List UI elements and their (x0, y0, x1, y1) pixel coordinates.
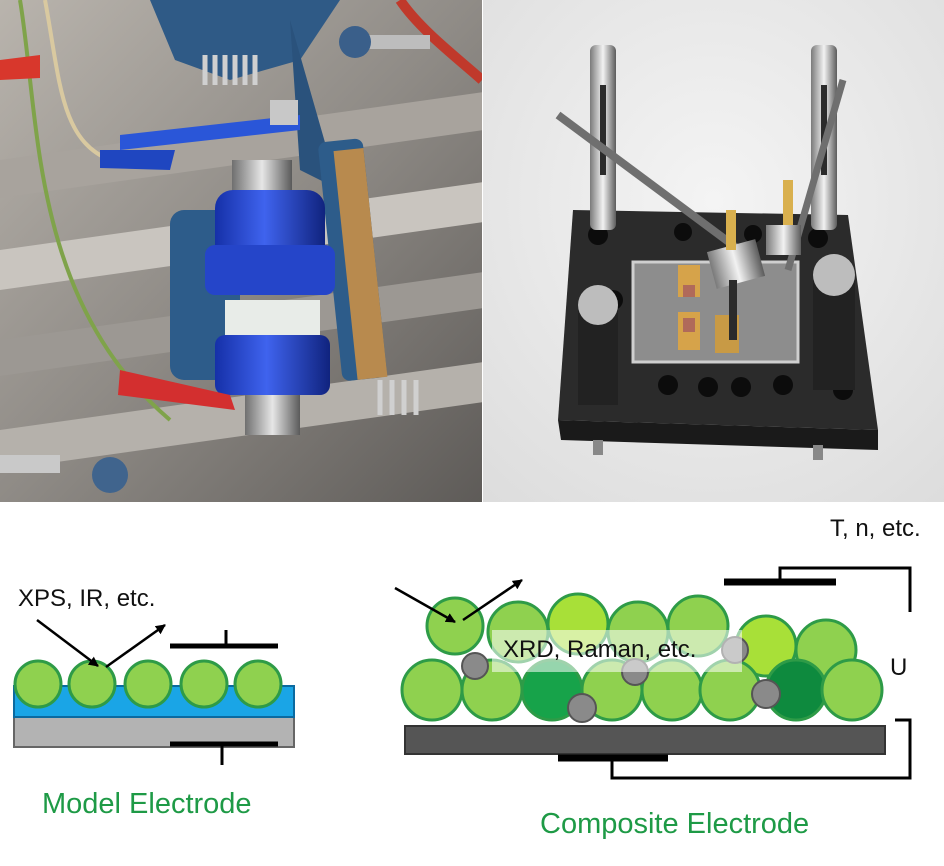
composite-electrode-diagram (394, 566, 912, 780)
emitted-beam-arrow (105, 623, 166, 669)
electrode-holder-stage-photo (483, 0, 944, 502)
model-electrode-diagram (13, 619, 295, 765)
incident-beam-arrow (394, 586, 456, 624)
incident-beam-arrow (36, 619, 99, 667)
current-collector (404, 725, 886, 755)
diffracted-beam-arrow (462, 578, 523, 622)
model-technique-label: XPS, IR, etc. (18, 585, 156, 612)
active-particles (13, 659, 283, 709)
composite-electrode-caption: Composite Electrode (540, 808, 810, 840)
conditions-label: T, n, etc. (830, 515, 921, 542)
electrochemical-cell-clamped-photo (0, 0, 482, 502)
composite-technique-label: XRD, Raman, etc. (503, 636, 697, 663)
electrode-schematic (13, 566, 912, 780)
model-electrode-caption: Model Electrode (42, 788, 252, 820)
voltage-label: U (890, 654, 908, 681)
